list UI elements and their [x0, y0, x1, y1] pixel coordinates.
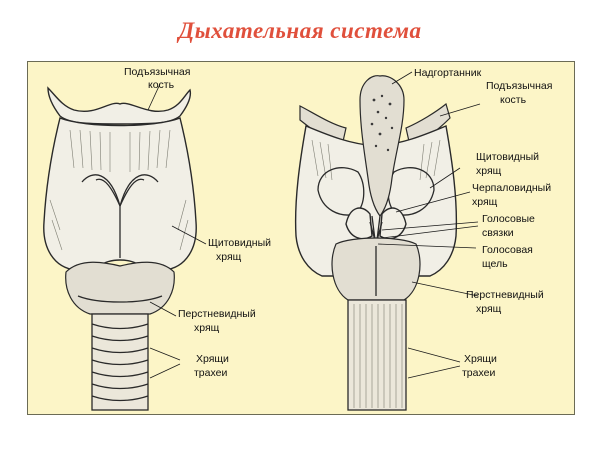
right-label-hyoid-2: кость — [500, 94, 527, 106]
left-trachea-ring — [91, 395, 149, 402]
left-label-cricoid: Перстневидный — [178, 308, 256, 320]
right-label-trachea: Хрящи — [464, 353, 497, 365]
left-trachea-ring — [91, 359, 149, 366]
right-leader-lines — [377, 71, 481, 379]
right-thyroid-lobe-left — [317, 167, 365, 216]
left-hyoid-bone — [47, 86, 192, 125]
right-label-glottis: Голосовая — [482, 244, 533, 256]
left-label-trachea: Хрящи — [196, 353, 229, 365]
left-trachea — [91, 313, 149, 411]
page-title: Дыхательная система — [178, 18, 422, 43]
left-larynx-front-view: Подъязычная кость Щитовидный хрящ Перстн… — [43, 66, 271, 411]
left-trachea-ring — [91, 371, 149, 378]
right-label-trachea-2: трахеи — [462, 367, 495, 379]
left-label-hyoid-2: кость — [148, 79, 175, 91]
right-label-vocal-cords: Голосовые — [482, 213, 535, 225]
right-larynx-back-view: Надгортанник Подъязычная кость Щитовидны… — [294, 67, 552, 411]
left-label-thyroid: Щитовидный — [208, 237, 271, 249]
right-trachea — [347, 299, 407, 411]
right-label-cricoid-2: хрящ — [476, 303, 502, 315]
left-membrane-hatching — [49, 129, 189, 251]
right-label-thyroid: Щитовидный — [476, 151, 539, 163]
right-label-hyoid: Подъязычная — [486, 80, 552, 92]
left-cricoid-arch — [77, 295, 163, 303]
right-epiglottis — [359, 75, 405, 218]
left-label-thyroid-2: хрящ — [216, 251, 242, 263]
right-membrane-hatching — [311, 139, 441, 181]
left-label-trachea-2: трахеи — [194, 367, 227, 379]
right-label-arytenoid-2: хрящ — [472, 196, 498, 208]
right-label-cricoid: Перстневидный — [466, 289, 544, 301]
left-cricoid-cartilage — [65, 261, 175, 315]
right-trachea-tube — [347, 299, 407, 411]
left-trachea-ring — [91, 335, 149, 342]
right-label-epiglottis: Надгортанник — [414, 67, 482, 79]
right-label-glottis-2: щель — [482, 258, 508, 270]
left-trachea-ring — [91, 383, 149, 390]
right-label-vocal-cords-2: связки — [482, 227, 514, 239]
right-epiglottis-dots — [370, 94, 394, 152]
left-label-cricoid-2: хрящ — [194, 322, 220, 334]
left-label-hyoid: Подъязычная — [124, 66, 190, 78]
right-label-arytenoid: Черпаловидный — [472, 182, 551, 194]
right-label-thyroid-2: хрящ — [476, 165, 502, 177]
left-trachea-ring — [91, 323, 149, 330]
left-leader-lines — [147, 83, 207, 379]
left-trachea-ring — [91, 347, 149, 354]
left-thyroid-prominence — [81, 174, 159, 258]
